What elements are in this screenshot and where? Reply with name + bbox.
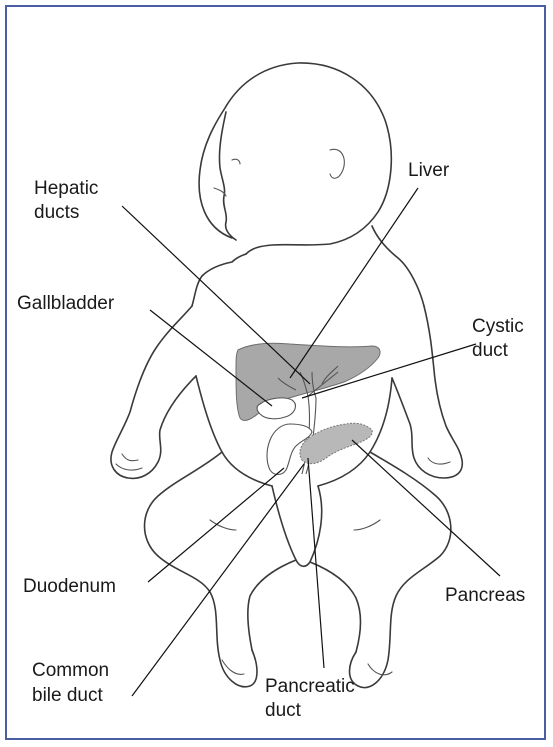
label-pancreas: Pancreas [445,584,525,608]
label-common-bile-duct-line2: bile duct [32,684,103,708]
label-duodenum: Duodenum [23,575,116,599]
leader-pancreas [352,440,500,576]
label-cystic-duct-line2: duct [472,339,508,363]
label-pancreatic-duct-line2: duct [265,699,301,723]
label-hepatic-ducts-line2: ducts [34,201,79,225]
label-pancreatic-duct-line1: Pancreatic [265,675,355,699]
label-common-bile-duct-line1: Common [32,659,109,683]
leader-duodenum [148,468,284,582]
label-hepatic-ducts-line1: Hepatic [34,177,98,201]
label-liver: Liver [408,159,449,183]
leader-common-bile-duct [132,464,304,696]
label-cystic-duct-line1: Cystic [472,315,524,339]
label-gallbladder: Gallbladder [17,292,114,316]
